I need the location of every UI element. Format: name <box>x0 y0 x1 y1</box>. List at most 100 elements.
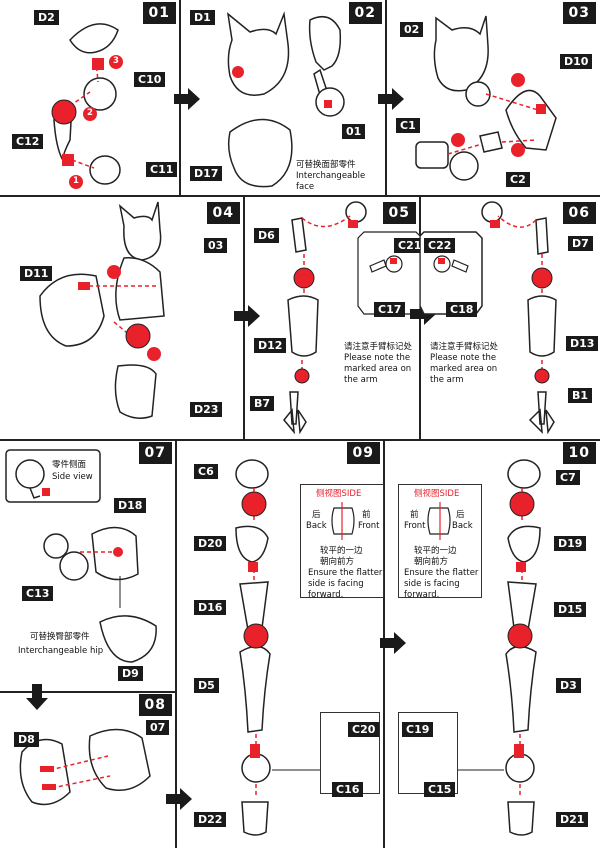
step-number: 07 <box>138 442 172 464</box>
back-en: Back <box>452 521 473 531</box>
flatter-en-2: side is facing <box>404 579 460 589</box>
flatter-en-2: side is facing <box>308 579 364 589</box>
part-label-c10: C10 <box>134 72 166 87</box>
part-label-b1: B1 <box>568 388 593 403</box>
arm-note-en-2: marked area on <box>344 364 412 374</box>
part-label-c22: C22 <box>424 238 456 253</box>
step-number: 06 <box>562 202 596 224</box>
arm-note-en-1: Please note the <box>430 353 497 363</box>
step-03-panel: 03 02 D10 C1 C2 <box>386 0 600 196</box>
step-05-panel: 05 D6 C21 C17 D12 B7 请注意手臂标记处 Please not… <box>244 196 426 440</box>
arm-note-en-3: the arm <box>344 375 378 385</box>
step-08-drawing <box>19 728 151 806</box>
part-label-c13: C13 <box>22 586 54 601</box>
part-label-d19: D19 <box>554 536 587 551</box>
flatter-cn-2: 朝向前方 <box>320 557 355 567</box>
front-en: Front <box>358 521 380 531</box>
part-label-d2: D2 <box>34 10 59 25</box>
part-label-c19: C19 <box>402 722 434 737</box>
part-label-d13: D13 <box>566 336 599 351</box>
part-label-d11: D11 <box>20 266 53 281</box>
callout-2: 2 <box>87 108 93 118</box>
part-label-d23: D23 <box>190 402 223 417</box>
interchangeable-face-cn: 可替换面部零件 <box>296 160 356 170</box>
callout-1: 1 <box>73 176 79 186</box>
part-label-c16: C16 <box>332 782 364 797</box>
front-cn: 前 <box>410 510 419 520</box>
part-label-d3: D3 <box>556 678 581 693</box>
step-04-drawing <box>39 201 165 419</box>
back-en: Back <box>306 521 327 531</box>
flatter-cn-1: 较平的一边 <box>414 546 457 556</box>
part-label-d7: D7 <box>568 236 593 251</box>
arm-note-cn: 请注意手臂标记处 <box>430 342 499 352</box>
part-label-01: 01 <box>342 124 366 139</box>
part-label-03: 03 <box>204 238 228 253</box>
flatter-cn-1: 较平的一边 <box>320 546 363 556</box>
part-label-07: 07 <box>146 720 170 735</box>
part-label-b7: B7 <box>250 396 275 411</box>
step-04-panel: 04 03 D11 D23 <box>0 196 244 440</box>
callout-3: 3 <box>113 56 119 66</box>
step-06-drawing <box>420 201 557 435</box>
part-label-c20: C20 <box>348 722 380 737</box>
step-number: 05 <box>382 202 416 224</box>
part-label-d17: D17 <box>190 166 223 181</box>
step-09-panel: 09 C6 D20 D16 D5 C20 C16 D22 侧视图SIDE 后 B… <box>176 440 384 848</box>
part-label-d15: D15 <box>554 602 587 617</box>
step-03-drawing <box>415 15 557 181</box>
part-label-d1: D1 <box>190 10 215 25</box>
right-arrow-icon <box>174 88 200 110</box>
part-label-d9: D9 <box>118 666 143 681</box>
part-label-d5: D5 <box>194 678 219 693</box>
part-label-c1: C1 <box>396 118 420 133</box>
arm-note-en-3: the arm <box>430 375 464 385</box>
part-label-c6: C6 <box>194 464 218 479</box>
step-number: 02 <box>348 2 382 24</box>
part-label-c7: C7 <box>556 470 580 485</box>
right-arrow-icon <box>166 788 192 810</box>
interchangeable-hip-en: Interchangeable hip <box>18 646 104 656</box>
back-cn: 后 <box>312 510 321 520</box>
step-06-panel: 06 C22 C18 D7 D13 B1 请注意手臂标记处 Please not… <box>420 196 600 440</box>
step-number: 09 <box>346 442 380 464</box>
part-label-d22: D22 <box>194 812 227 827</box>
flatter-en-1: Ensure the flatter <box>404 568 479 578</box>
arm-note-cn: 请注意手臂标记处 <box>344 342 413 352</box>
part-label-c2: C2 <box>506 172 530 187</box>
step-number: 08 <box>138 694 172 716</box>
right-arrow-icon <box>380 632 406 654</box>
step-07-drawing <box>5 449 157 663</box>
part-label-d18: D18 <box>114 498 147 513</box>
part-label-c17: C17 <box>374 302 406 317</box>
side-view-cn: 零件侧面 <box>52 460 87 470</box>
part-label-d21: D21 <box>556 812 589 827</box>
side-view-en: Side view <box>52 472 93 482</box>
part-label-c11: C11 <box>146 162 178 177</box>
down-arrow-icon <box>26 684 48 710</box>
step-number: 10 <box>562 442 596 464</box>
part-label-c15: C15 <box>424 782 456 797</box>
step-08-panel: 08 07 D8 <box>0 692 176 848</box>
part-label-d6: D6 <box>254 228 279 243</box>
arm-note-en-2: marked area on <box>430 364 498 374</box>
part-label-c18: C18 <box>446 302 478 317</box>
front-en: Front <box>404 521 426 531</box>
part-label-d20: D20 <box>194 536 227 551</box>
part-label-d8: D8 <box>14 732 39 747</box>
step-07-panel: 07 零件侧面 Side view D18 C13 可替换臀部零件 Interc… <box>0 440 176 692</box>
step-number: 04 <box>206 202 240 224</box>
step-number: 03 <box>562 2 596 24</box>
part-label-c21: C21 <box>394 238 426 253</box>
front-cn: 前 <box>362 510 371 520</box>
step-02-drawing <box>226 11 345 188</box>
flatter-en-3: forward. <box>404 590 440 600</box>
part-label-c12: C12 <box>12 134 44 149</box>
side-title: 侧视图SIDE <box>316 489 362 499</box>
flatter-en-1: Ensure the flatter <box>308 568 383 578</box>
part-label-d12: D12 <box>254 338 287 353</box>
flatter-cn-2: 朝向前方 <box>414 557 449 567</box>
part-label-02: 02 <box>400 22 424 37</box>
flatter-en-3: forward. <box>308 590 344 600</box>
